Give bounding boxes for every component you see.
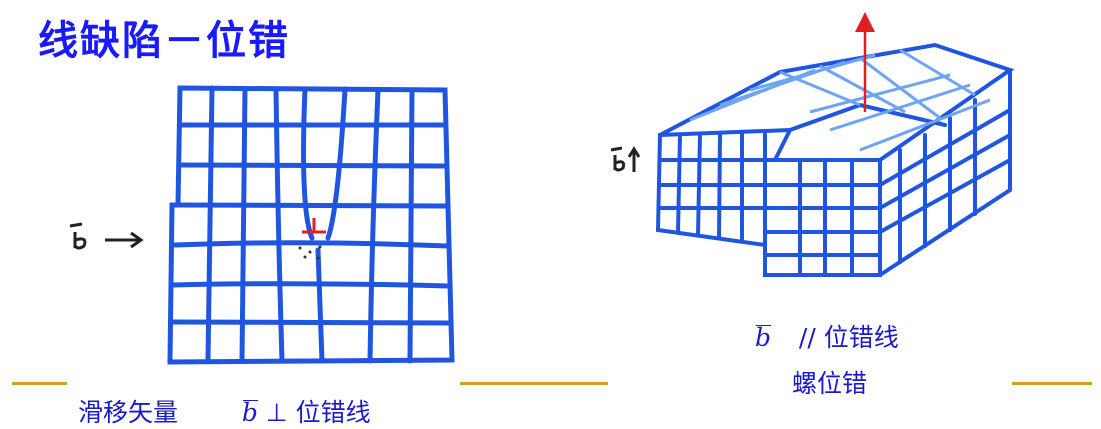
edge-grid-row (173, 202, 450, 209)
edge-grid-col (367, 87, 381, 364)
slide-title: 线缺陷－位错 (38, 18, 290, 64)
core-dots (298, 245, 322, 260)
edge-grid-row (177, 162, 449, 169)
edge-grid-row (172, 240, 451, 249)
parallel-relation: // 位错线 (798, 323, 899, 352)
edge-grid-row (169, 319, 453, 326)
screw-dislocation-diagram (655, 42, 1015, 277)
edge-grid-col (407, 87, 415, 364)
screw-dislocation-label: 螺位错 (792, 369, 868, 398)
divider-middle (460, 382, 608, 385)
edge-grid-col (301, 86, 315, 241)
edge-dislocation-diagram (167, 85, 455, 365)
screw-top-grid (689, 48, 991, 152)
slip-vector-caption: 滑移矢量 b ⊥ 位错线 (78, 393, 371, 429)
edge-grid-col (315, 247, 325, 364)
slip-vector-label: 滑移矢量 (78, 398, 179, 427)
edge-grid-col (239, 86, 248, 364)
edge-grid-col (325, 86, 348, 241)
burgers-vector-arrow-left (69, 222, 144, 250)
divider-left (12, 382, 67, 385)
burgers-vector-symbol: b (241, 398, 258, 427)
edge-grid-row (170, 281, 452, 289)
screw-relation-caption: b // 位错线 (755, 318, 899, 354)
perpendicular-relation: ⊥ 位错线 (265, 398, 371, 427)
edge-grid-col (273, 86, 285, 364)
burgers-vector-symbol: b (755, 323, 772, 352)
burgers-vector-arrow-right (610, 146, 641, 172)
edge-dislocation-symbol (302, 218, 326, 234)
edge-grid-col (205, 85, 215, 363)
divider-right (1012, 382, 1092, 385)
screw-top-outline (658, 42, 1015, 162)
